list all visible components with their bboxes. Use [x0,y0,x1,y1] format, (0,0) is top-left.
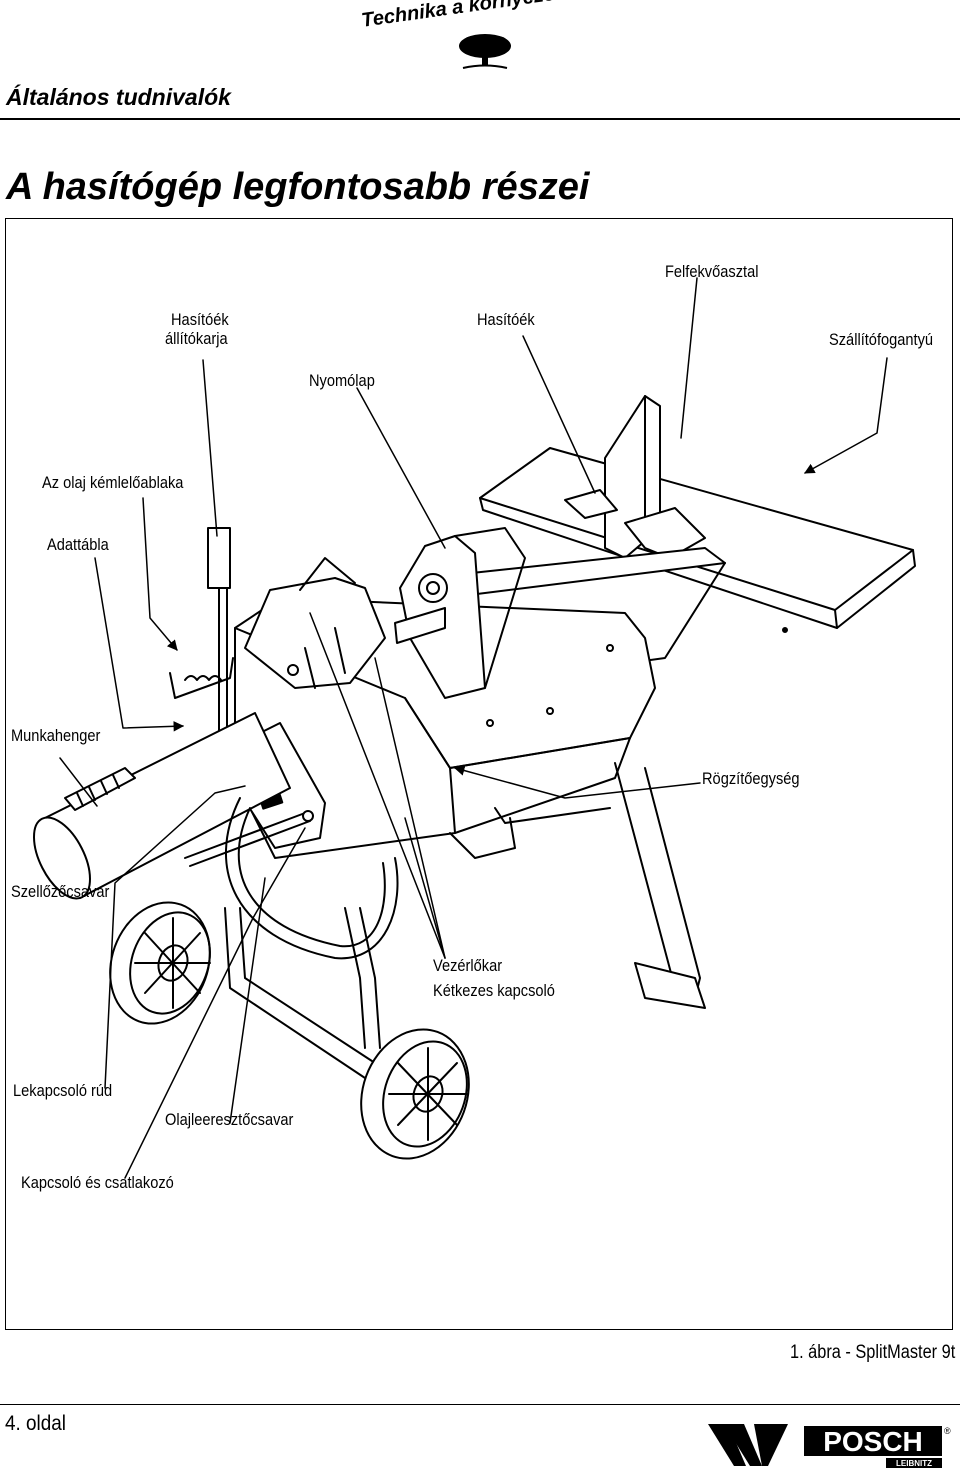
leader-lines [59,277,888,1179]
pressure-plate [394,527,526,699]
trip-rod [184,810,314,867]
wheel-right [360,1028,470,1160]
page-number: 4. oldal [5,1412,66,1435]
label-lekapcsolo-rud: Lekapcsoló rúd [13,1081,113,1100]
label-szallitofogantyu: Szállítófogantyú [829,330,934,349]
tree-icon [459,34,511,69]
figure-caption: 1. ábra - SplitMaster 9t [790,1342,956,1363]
footer-rule [0,1404,960,1405]
label-nyomolap: Nyomólap [309,371,375,390]
splitter-diagram: Hasítóék állítókarja Nyomólap Hasítóék F… [11,262,934,1192]
label-rogzitoegyseg: Rögzítőegység [702,769,800,788]
label-felfekvoasztal: Felfekvőasztal [665,262,759,281]
label-kapcsolo-csatlakozo: Kapcsoló és csatlakozó [21,1173,174,1192]
label-olaj-kemlelo: Az olaj kémlelőablaka [42,473,184,492]
adjust-lever [169,527,234,739]
page-title: A hasítógép legfontosabb részei [6,166,590,208]
logo-brand: POSCH [823,1426,923,1457]
hoses [225,797,399,960]
label-vezerlokar: Vezérlőkar [433,956,503,975]
label-munkahenger: Munkahenger [11,726,101,745]
label-szellozocsavar: Szellőzőcsavar [11,882,110,901]
wheel-left [109,901,211,1025]
label-hasitoek: Hasítóék [477,310,535,329]
section-title: Általános tudnivalók [6,84,231,110]
posch-logo: POSCH LEIBNITZ ® [708,1424,951,1468]
chassis-legs [224,762,706,1079]
diagram-frame [5,218,953,1330]
label-adattabla: Adattábla [47,535,109,554]
label-hasitoek-allitokarja-2: állítókarja [165,329,228,348]
wedge-post [564,395,706,559]
cylinder-head [244,557,386,689]
logo-sub: LEIBNITZ [896,1459,932,1468]
header-rule [0,118,960,120]
work-cylinder [33,712,291,900]
svg-text:®: ® [944,1426,951,1436]
label-hasitoek-allitokarja-1: Hasítóék [171,310,229,329]
label-ketkezes-kapcsolo: Kétkezes kapcsoló [433,981,555,1000]
label-olajleereszto: Olajleeresztőcsavar [165,1110,294,1129]
